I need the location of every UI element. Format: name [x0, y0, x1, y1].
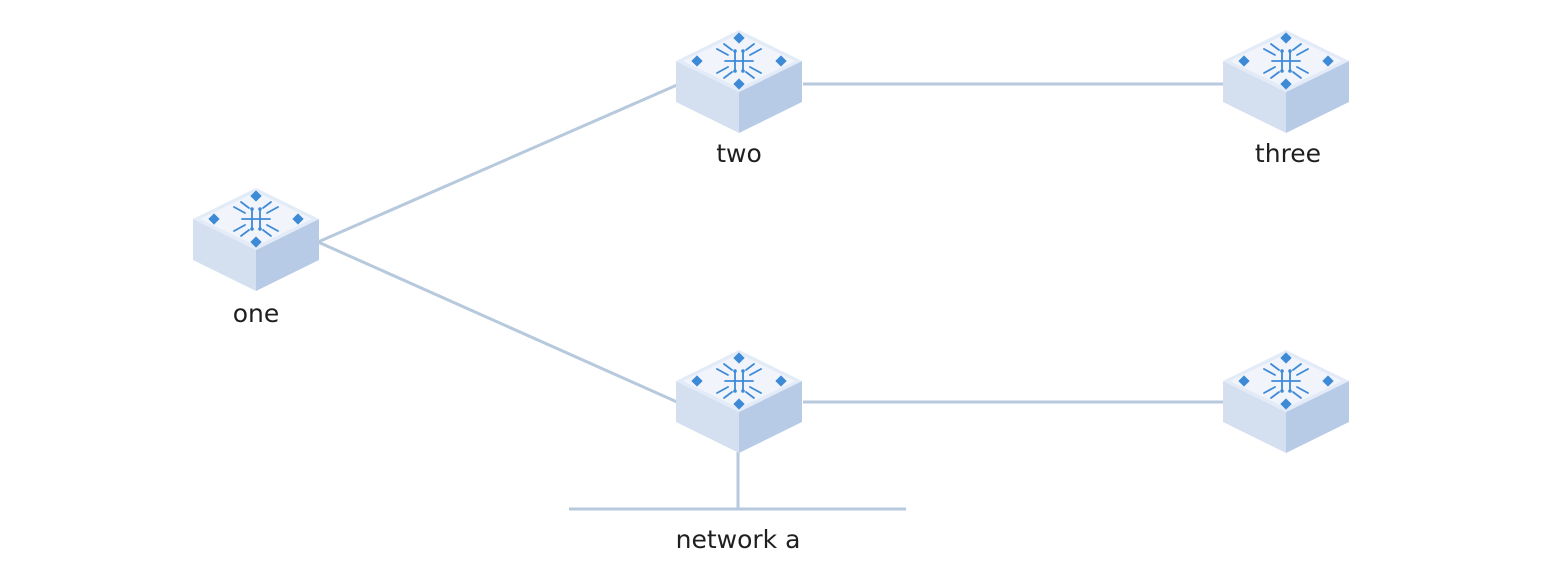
link-one-two	[317, 83, 678, 244]
node-two[interactable]	[675, 29, 803, 134]
node-three-label: three	[1255, 139, 1321, 168]
node-three[interactable]	[1222, 29, 1350, 134]
node-one-label: one	[233, 299, 280, 328]
switch-icon	[675, 29, 803, 134]
network-segment-network-a: network a	[569, 452, 906, 554]
switch-icon	[1222, 29, 1350, 134]
link-one-four	[317, 240, 678, 404]
node-two-label: two	[716, 139, 762, 168]
network-a-label: network a	[676, 525, 801, 554]
links-layer	[317, 82, 1224, 404]
node-one[interactable]	[192, 187, 320, 292]
switch-icon	[1222, 349, 1350, 454]
node-five[interactable]	[1222, 349, 1350, 454]
switch-icon	[192, 187, 320, 292]
node-four[interactable]	[675, 349, 803, 454]
switch-icon	[675, 349, 803, 454]
